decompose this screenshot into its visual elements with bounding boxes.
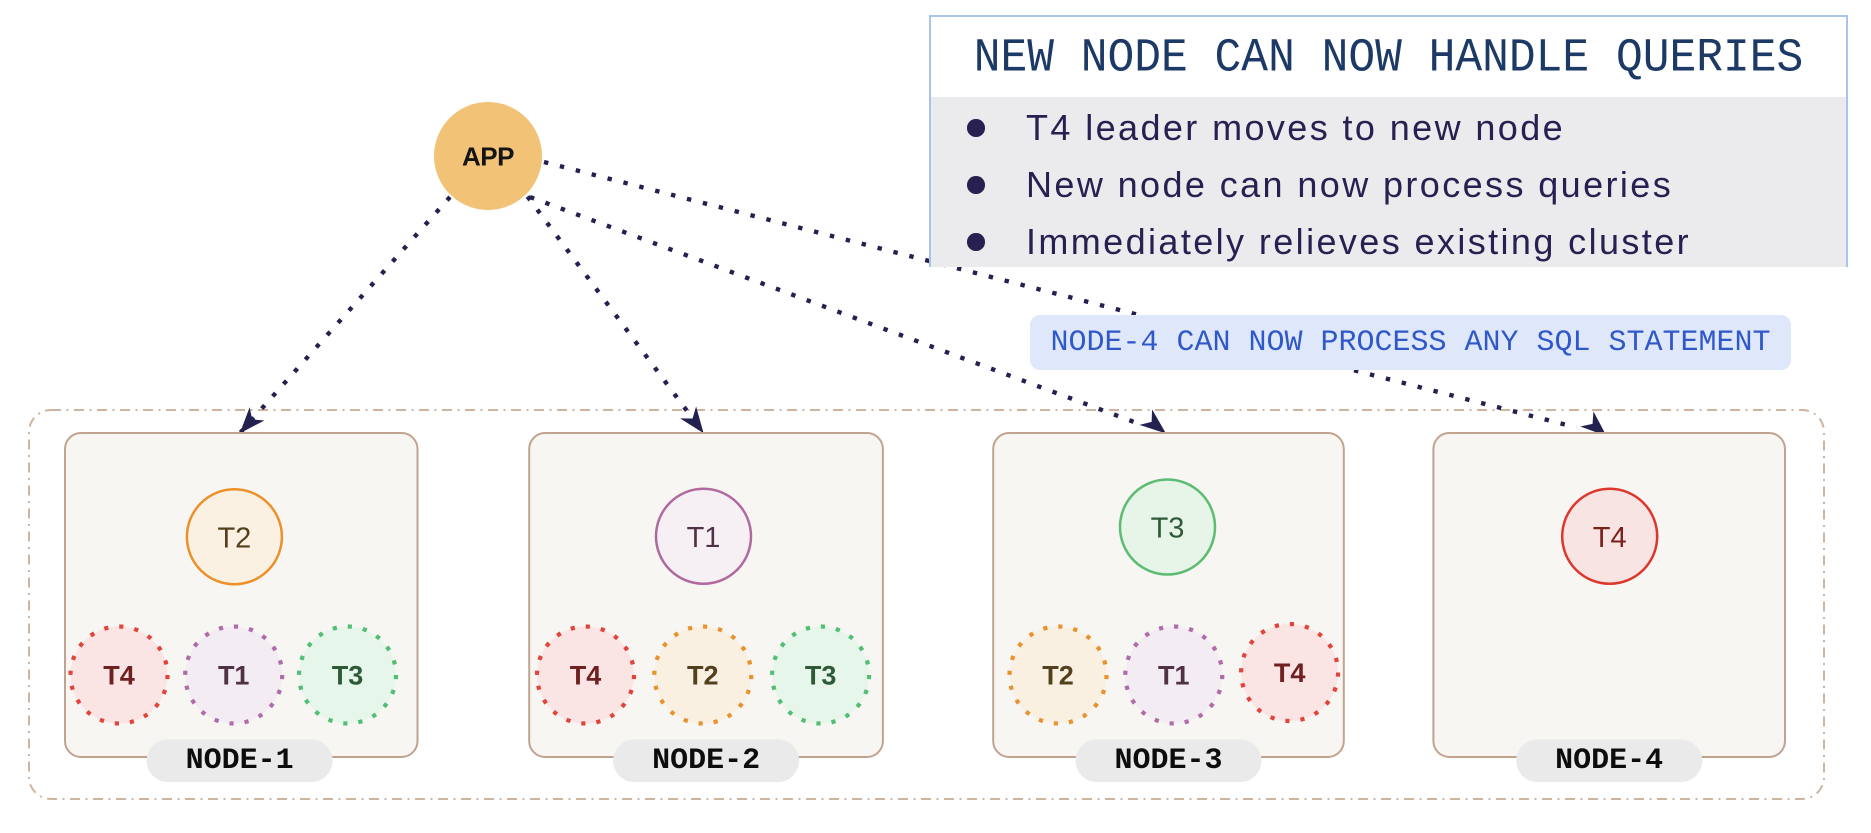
svg-text:T1: T1 — [218, 661, 250, 691]
svg-text:NODE-1: NODE-1 — [186, 744, 294, 778]
svg-text:NODE-2: NODE-2 — [652, 744, 760, 778]
svg-text:NODE-3: NODE-3 — [1114, 744, 1222, 778]
svg-text:T3: T3 — [332, 661, 364, 691]
svg-text:T4: T4 — [570, 661, 602, 691]
svg-text:T1: T1 — [1158, 661, 1190, 691]
svg-text:T3: T3 — [805, 661, 837, 691]
svg-text:T2: T2 — [687, 661, 719, 691]
svg-text:T2: T2 — [217, 522, 251, 554]
svg-text:T2: T2 — [1042, 661, 1074, 691]
svg-text:APP: APP — [462, 142, 514, 172]
svg-text:T3: T3 — [1151, 513, 1185, 545]
svg-text:T4: T4 — [1274, 658, 1306, 688]
svg-text:T4: T4 — [1593, 522, 1627, 554]
svg-text:T1: T1 — [687, 522, 721, 554]
svg-text:NODE-4: NODE-4 — [1555, 744, 1663, 778]
svg-text:T4: T4 — [103, 661, 135, 691]
